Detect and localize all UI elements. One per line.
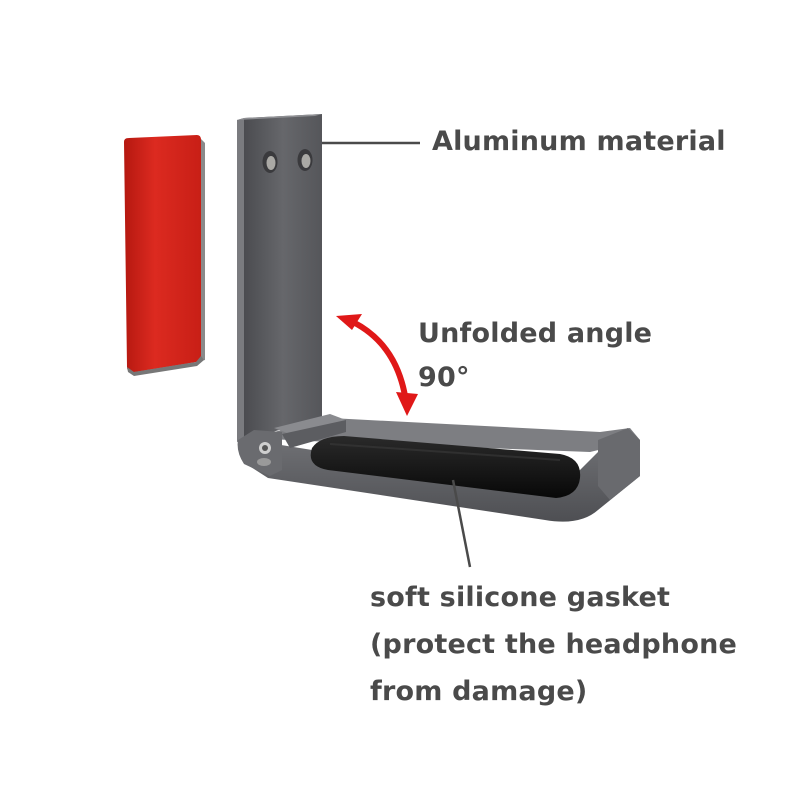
adhesive-pad [124, 135, 205, 376]
unfolded-angle-label: Unfolded angle 90° [418, 312, 652, 400]
gasket-label-line-1: soft silicone gasket [370, 582, 671, 613]
unfolded-angle-line-1: Unfolded angle [418, 318, 653, 349]
unfolded-angle-line-2: 90° [418, 362, 470, 393]
unfold-angle-arrow [336, 314, 418, 416]
aluminum-material-label: Aluminum material [432, 126, 726, 157]
gasket-leader-line [451, 479, 472, 568]
silicone-gasket-label: soft silicone gasket (protect the headph… [370, 574, 737, 715]
gasket-label-line-3: from damage) [370, 676, 588, 707]
screw-hole-left [262, 151, 278, 173]
aluminum-back-plate [237, 114, 322, 442]
gasket-label-line-2: (protect the headphone [370, 629, 738, 660]
silicone-gasket [310, 436, 581, 498]
screw-hole-right [297, 149, 313, 171]
